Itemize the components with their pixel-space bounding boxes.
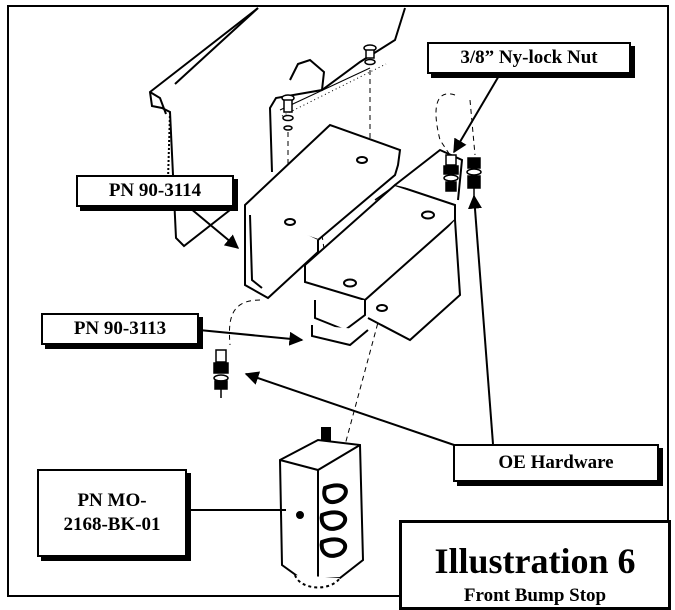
bump-stop bbox=[278, 427, 365, 589]
label-oe-hardware: OE Hardware bbox=[453, 444, 659, 482]
bracket-90-3113 bbox=[304, 148, 464, 347]
bracket-90-3114 bbox=[244, 123, 411, 300]
label-pn-90-3114: PN 90-3114 bbox=[76, 175, 234, 207]
nut-and-bolt-set bbox=[213, 154, 482, 398]
frame-rail bbox=[148, 7, 406, 248]
frame-bolts bbox=[281, 44, 377, 131]
label-nylock-nut: 3/8” Ny-lock Nut bbox=[427, 42, 631, 74]
leader-arrows bbox=[187, 73, 501, 511]
page-frame bbox=[7, 5, 669, 597]
illustration-title: Illustration 6 bbox=[434, 541, 636, 581]
illustration-subtitle: Front Bump Stop bbox=[463, 585, 607, 606]
label-pn-90-3113: PN 90-3113 bbox=[41, 313, 199, 345]
label-pn-mo-2168: PN MO- 2168-BK-01 bbox=[37, 469, 187, 557]
illustration-title-box: Illustration 6 Front Bump Stop bbox=[399, 520, 671, 610]
